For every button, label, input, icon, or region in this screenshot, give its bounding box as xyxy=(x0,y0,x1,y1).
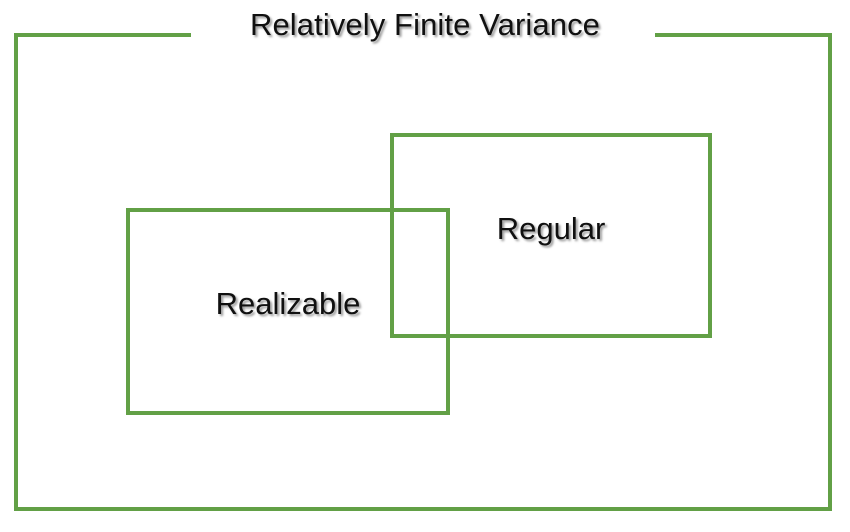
outer-box-bottom-edge xyxy=(14,507,832,511)
realizable-box-top-edge xyxy=(126,208,450,212)
outer-box-top-edge-right-segment xyxy=(655,33,832,37)
outer-box-right-edge xyxy=(828,33,832,511)
regular-box-label: Regular xyxy=(496,211,606,246)
realizable-box-right-edge xyxy=(446,208,450,415)
regular-box-right-edge xyxy=(708,133,712,338)
outer-box-left-edge xyxy=(14,33,18,511)
realizable-box-bottom-edge xyxy=(126,411,450,415)
regular-box-left-edge xyxy=(390,133,394,338)
realizable-box-left-edge xyxy=(126,208,130,415)
outer-box-title-label: Relatively Finite Variance xyxy=(249,7,601,42)
regular-box-bottom-edge xyxy=(390,334,712,338)
realizable-box-label: Realizable xyxy=(215,286,361,321)
regular-box-top-edge xyxy=(390,133,712,137)
outer-box-top-edge-left-segment xyxy=(14,33,191,37)
